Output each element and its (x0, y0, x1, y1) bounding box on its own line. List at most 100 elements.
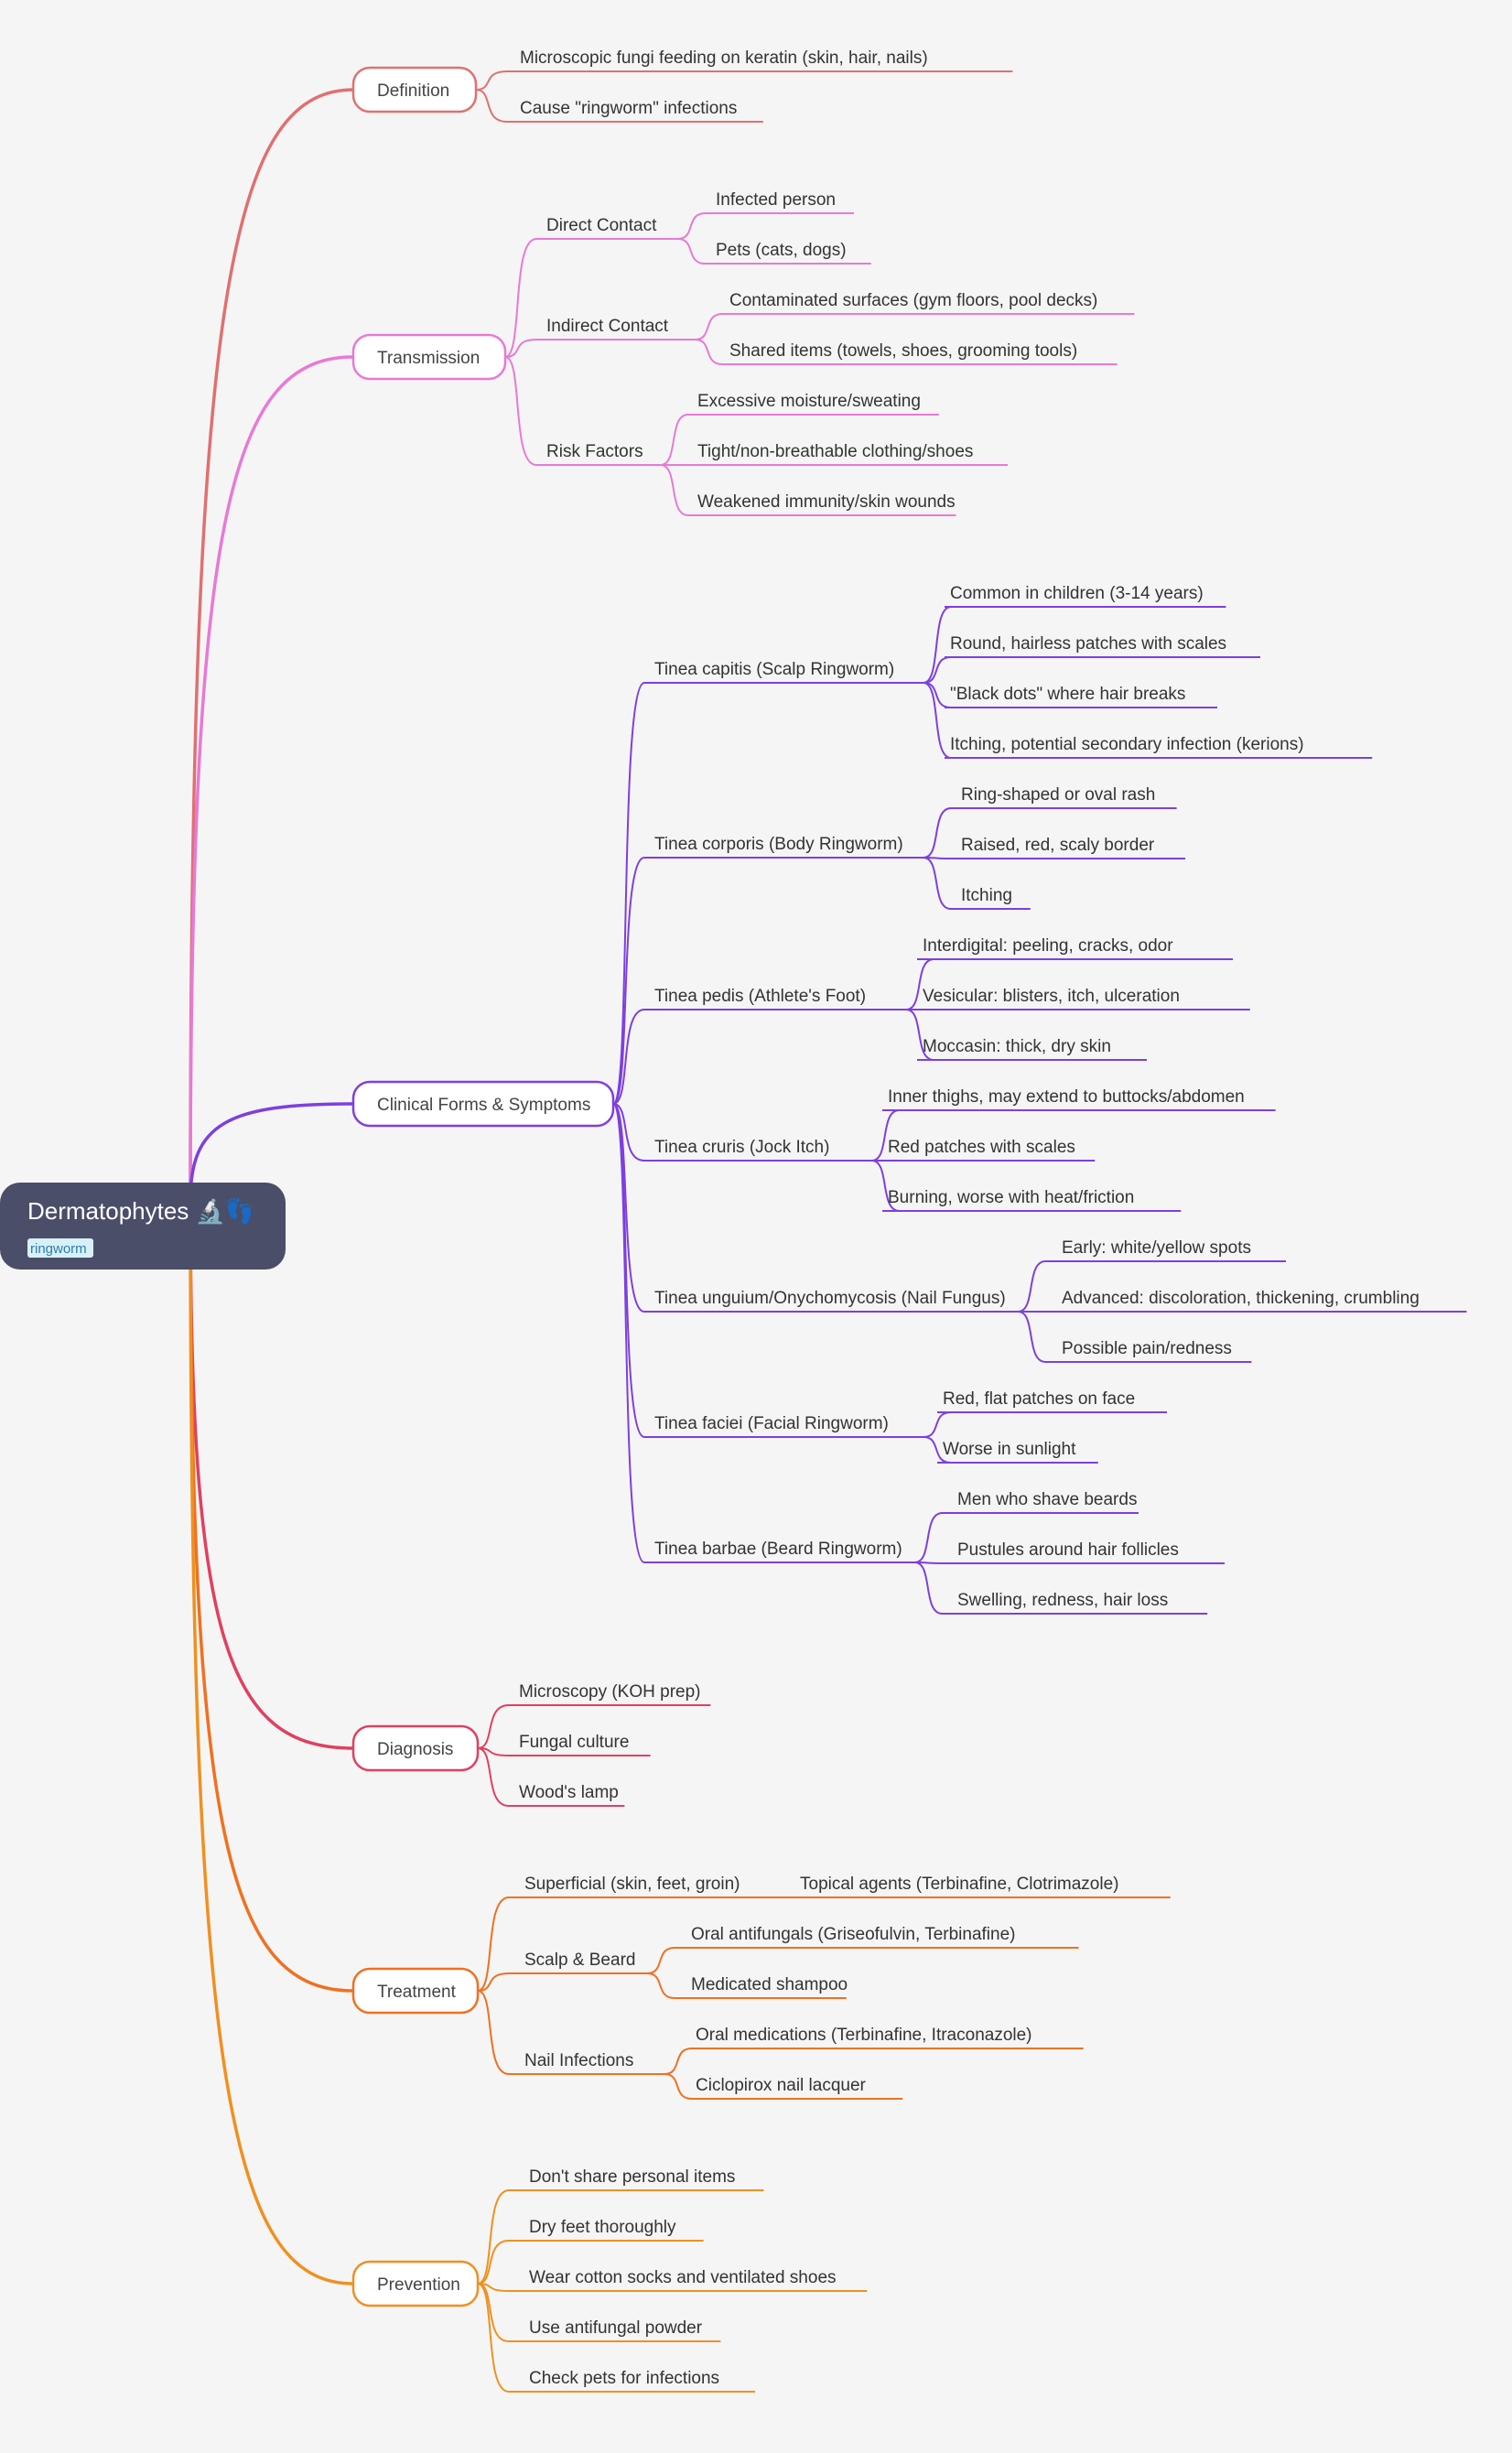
leaf-node[interactable]: Vesicular: blisters, itch, ulceration (917, 987, 1250, 1010)
child-node[interactable]: Tinea unguium/Onychomycosis (Nail Fungus… (649, 1289, 1019, 1313)
child-node[interactable]: Microscopy (KOH prep) (513, 1682, 711, 1706)
leaf-label: Red, flat patches on face (943, 1389, 1135, 1409)
leaf-label: Moccasin: thick, dry skin (923, 1037, 1111, 1056)
child-node[interactable]: Wear cotton socks and ventilated shoes (524, 2268, 868, 2292)
branch-node-4[interactable]: Treatment (351, 1967, 480, 2015)
child-connector (612, 1103, 649, 1313)
child-connector (504, 356, 541, 466)
leaf-node[interactable]: Contaminated surfaces (gym floors, pool … (724, 291, 1135, 315)
leaf-node[interactable]: Early: white/yellow spots (1056, 1238, 1286, 1262)
leaf-connector (664, 2048, 693, 2075)
leaf-node[interactable]: Topical agents (Terbinafine, Clotrimazol… (794, 1875, 1171, 1898)
leaf-node[interactable]: Ciclopirox nail lacquer (690, 2076, 903, 2100)
leaf-node[interactable]: Pets (cats, dogs) (710, 241, 871, 265)
leaf-connector (695, 313, 724, 340)
child-node[interactable]: Tinea corporis (Body Ringworm) (649, 835, 923, 859)
leaf-node[interactable]: Medicated shampoo (686, 1975, 848, 1999)
leaf-node[interactable]: Swelling, redness, hair loss (952, 1591, 1208, 1615)
branch-node-0[interactable]: Definition (351, 66, 478, 113)
branch-node-1[interactable]: Transmission (351, 333, 507, 381)
leaf-node[interactable]: Weakened immunity/skin wounds (692, 492, 956, 516)
branch-node-2[interactable]: Clinical Forms & Symptoms (351, 1080, 615, 1128)
child-node[interactable]: Cause "ringworm" infections (514, 99, 763, 123)
child-node[interactable]: Tinea cruris (Jock Itch) (649, 1138, 872, 1162)
child-label: Microscopic fungi feeding on keratin (sk… (520, 49, 928, 68)
child-node[interactable]: Dry feet thoroughly (524, 2218, 704, 2242)
child-label: Tinea cruris (Jock Itch) (654, 1138, 829, 1157)
leaf-node[interactable]: Interdigital: peeling, cracks, odor (917, 936, 1233, 960)
child-connector (612, 1103, 649, 1438)
leaf-node[interactable]: Itching, potential secondary infection (… (945, 735, 1373, 759)
leaf-node[interactable]: "Black dots" where hair breaks (945, 685, 1217, 708)
child-label: Tinea pedis (Athlete's Foot) (654, 987, 866, 1006)
leaf-label: Advanced: discoloration, thickening, cru… (1062, 1289, 1420, 1308)
leaf-node[interactable]: Inner thighs, may extend to buttocks/abd… (882, 1087, 1276, 1111)
child-node[interactable]: Tinea pedis (Athlete's Foot) (649, 987, 907, 1010)
child-node[interactable]: Tinea barbae (Beard Ringworm) (649, 1540, 915, 1563)
leaf-connector (914, 1561, 952, 1615)
child-node[interactable]: Nail Infections (519, 2051, 664, 2075)
branch-node-5[interactable]: Prevention (351, 2260, 480, 2307)
child-node[interactable]: Risk Factors (541, 442, 661, 466)
leaf-label: Oral antifungals (Griseofulvin, Terbinaf… (691, 1925, 1016, 1944)
child-node[interactable]: Tinea capitis (Scalp Ringworm) (649, 660, 923, 684)
child-node[interactable]: Superficial (skin, feet, groin) (519, 1875, 803, 1898)
leaf-node[interactable]: Raised, red, scaly border (956, 836, 1185, 859)
leaf-label: Ciclopirox nail lacquer (696, 2076, 867, 2095)
child-node[interactable]: Scalp & Beard (519, 1951, 648, 1974)
child-label: Tinea corporis (Body Ringworm) (654, 835, 903, 854)
leaf-node[interactable]: Advanced: discoloration, thickening, cru… (1056, 1289, 1467, 1313)
child-connector (612, 1103, 649, 1162)
leaf-node[interactable]: Itching (956, 886, 1031, 910)
leaf-node[interactable]: Infected person (710, 190, 854, 214)
leaf-connector (695, 339, 724, 365)
leaf-node[interactable]: Burning, worse with heat/friction (882, 1188, 1182, 1212)
leaf-node[interactable]: Pustules around hair follicles (952, 1540, 1225, 1564)
child-connector (477, 2240, 524, 2285)
child-node[interactable]: Check pets for infections (524, 2369, 755, 2393)
child-connector (477, 1972, 519, 1992)
child-connector (477, 1896, 519, 1992)
leaf-label: Shared items (towels, shoes, grooming to… (729, 341, 1077, 361)
leaf-node[interactable]: Men who shave beards (952, 1490, 1139, 1514)
child-node[interactable]: Don't share personal items (524, 2167, 764, 2191)
leaf-node[interactable]: Red patches with scales (882, 1138, 1096, 1162)
leaf-node[interactable]: Red, flat patches on face (937, 1389, 1167, 1413)
child-node[interactable]: Wood's lamp (513, 1783, 625, 1807)
child-label: Don't share personal items (529, 2167, 735, 2187)
child-label: Wear cotton socks and ventilated shoes (529, 2268, 837, 2287)
child-node[interactable]: Indirect Contact (541, 317, 696, 340)
branch-connector (189, 88, 354, 1202)
leaf-node[interactable]: Worse in sunlight (937, 1440, 1098, 1464)
leaf-node[interactable]: Common in children (3-14 years) (945, 584, 1226, 608)
leaf-node[interactable]: Excessive moisture/sweating (692, 392, 939, 416)
child-connector (612, 682, 649, 1105)
leaf-node[interactable]: Oral medications (Terbinafine, Itraconaz… (690, 2026, 1084, 2049)
leaf-label: Worse in sunlight (943, 1440, 1076, 1459)
leaf-label: Burning, worse with heat/friction (888, 1188, 1134, 1207)
child-node[interactable]: Use antifungal powder (524, 2318, 721, 2342)
branch-node-box (351, 1724, 480, 1772)
child-node[interactable]: Tinea faciei (Facial Ringworm) (649, 1414, 923, 1438)
leaf-node[interactable]: Tight/non-breathable clothing/shoes (692, 442, 1008, 466)
leaf-node[interactable]: Shared items (towels, shoes, grooming to… (724, 341, 1118, 365)
child-connector (612, 857, 649, 1105)
leaf-label: Early: white/yellow spots (1062, 1238, 1251, 1258)
branch-node-3[interactable]: Diagnosis (351, 1724, 480, 1772)
child-label: Tinea capitis (Scalp Ringworm) (654, 660, 894, 679)
leaf-label: Infected person (716, 190, 836, 210)
child-node[interactable]: Direct Contact (541, 216, 678, 240)
leaf-label: "Black dots" where hair breaks (950, 685, 1185, 704)
child-node[interactable]: Microscopic fungi feeding on keratin (sk… (514, 49, 1013, 72)
leaf-node[interactable]: Possible pain/redness (1056, 1339, 1252, 1363)
leaf-node[interactable]: Oral antifungals (Griseofulvin, Terbinaf… (686, 1925, 1079, 1949)
child-node[interactable]: Fungal culture (513, 1733, 651, 1756)
leaf-label: Interdigital: peeling, cracks, odor (923, 936, 1173, 956)
leaf-node[interactable]: Ring-shaped or oval rash (956, 785, 1177, 809)
root-node[interactable]: Dermatophytes 🔬👣 ringworm (0, 1183, 286, 1270)
leaf-node[interactable]: Moccasin: thick, dry skin (917, 1037, 1147, 1061)
branch-label: Treatment (377, 1983, 457, 2002)
child-label: Superficial (skin, feet, groin) (524, 1875, 740, 1894)
child-label: Tinea unguium/Onychomycosis (Nail Fungus… (654, 1289, 1006, 1308)
leaf-node[interactable]: Round, hairless patches with scales (945, 634, 1260, 658)
